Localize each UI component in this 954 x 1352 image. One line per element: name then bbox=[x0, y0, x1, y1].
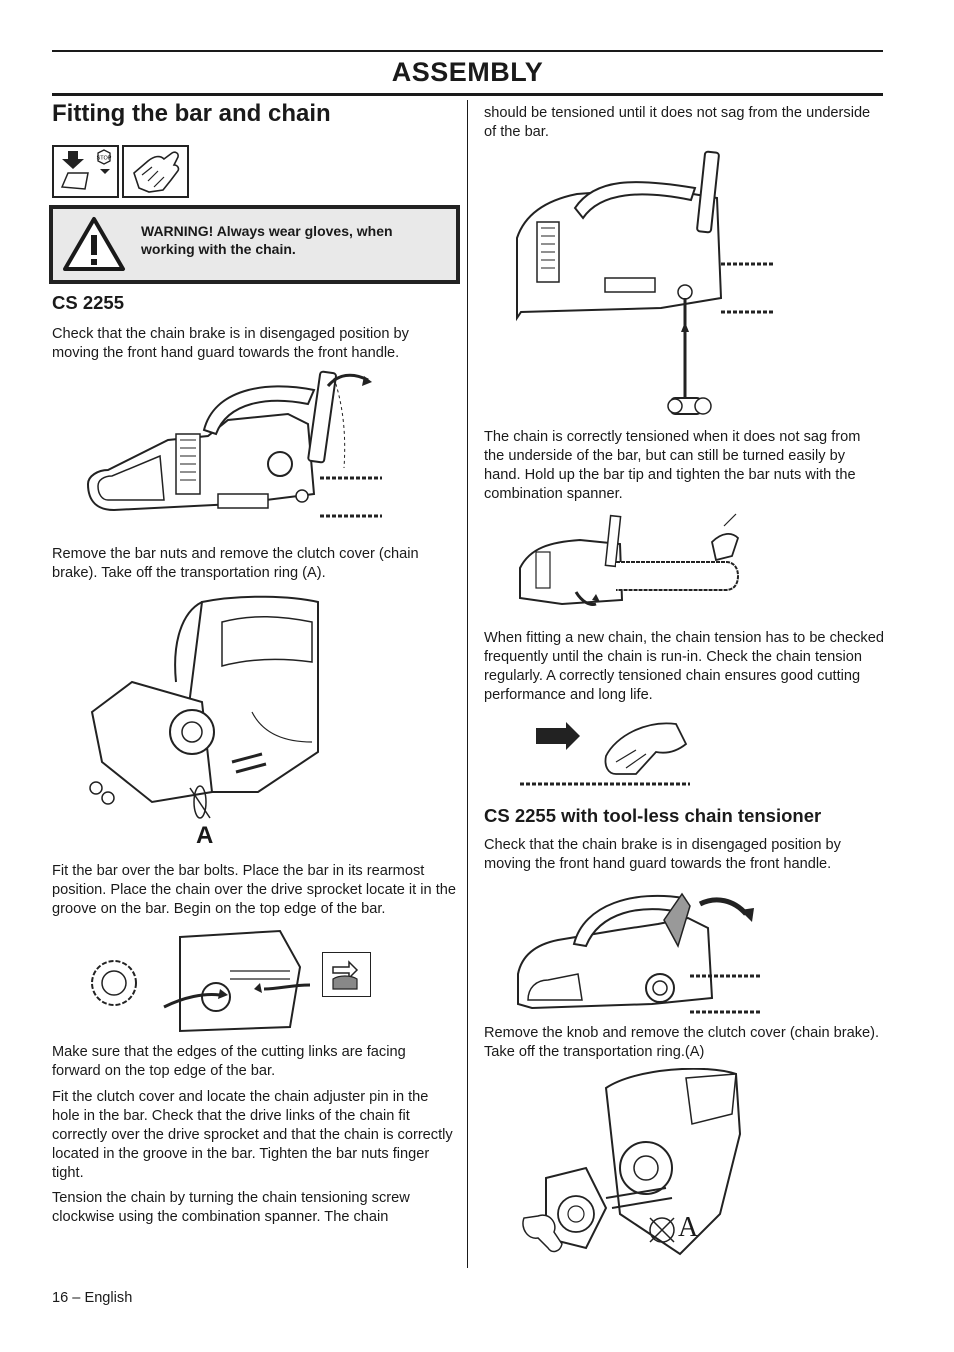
warning-triangle-icon bbox=[63, 217, 125, 271]
right-paragraph-3: When fitting a new chain, the chain tens… bbox=[484, 630, 884, 703]
warning-text: WARNING! Always wear gloves, when workin… bbox=[141, 223, 393, 257]
fitting-chain-illustration bbox=[91, 929, 311, 1033]
knob-clutch-cover-illustration bbox=[522, 1068, 742, 1256]
left-paragraph-6: Tension the chain by turning the chain t… bbox=[52, 1190, 410, 1225]
right-paragraph-2: The chain is correctly tensioned when it… bbox=[484, 429, 861, 502]
right-paragraph-1: should be tensioned until it does not sa… bbox=[484, 105, 871, 140]
transport-ring-label-a-toolless: A bbox=[678, 1212, 699, 1243]
transport-ring-label-a: A bbox=[196, 822, 214, 849]
chain-tensioning-spanner-illustration bbox=[516, 150, 773, 415]
right-paragraph-5: Remove the knob and remove the clutch co… bbox=[484, 1025, 880, 1060]
warning-box: WARNING! Always wear gloves, when workin… bbox=[49, 205, 460, 284]
left-paragraph-1: Check that the chain brake is in disenga… bbox=[52, 326, 409, 361]
footer-page-number: 16 – English bbox=[52, 1290, 133, 1306]
cutting-link-direction-icon bbox=[322, 952, 371, 997]
left-paragraph-2: Remove the bar nuts and remove the clutc… bbox=[52, 546, 419, 581]
gloved-hand-chain-illustration bbox=[520, 722, 690, 786]
toolless-chainsaw-illustration bbox=[517, 892, 762, 1014]
gloves-icon bbox=[122, 145, 189, 198]
left-paragraph-4: Make sure that the edges of the cutting … bbox=[52, 1044, 406, 1079]
chainsaw-hand-guard-illustration bbox=[86, 370, 382, 518]
column-divider bbox=[467, 100, 468, 1268]
left-paragraph-3: Fit the bar over the bar bolts. Place th… bbox=[52, 863, 456, 917]
left-paragraph-5: Fit the clutch cover and locate the chai… bbox=[52, 1089, 453, 1181]
right-paragraph-4: Check that the chain brake is in disenga… bbox=[484, 837, 841, 872]
stop-engine-icon: STOP bbox=[52, 145, 119, 198]
cs2255-heading: CS 2255 bbox=[52, 292, 124, 313]
header-bottom-rule bbox=[52, 93, 883, 96]
clutch-cover-removal-illustration bbox=[89, 595, 319, 819]
stop-sign-label: STOP bbox=[97, 156, 112, 162]
section-title: ASSEMBLY bbox=[391, 57, 544, 87]
header-top-rule bbox=[52, 50, 883, 52]
page-title: Fitting the bar and chain bbox=[52, 100, 331, 127]
toolless-heading: CS 2255 with tool-less chain tensioner bbox=[484, 805, 822, 826]
bar-tip-hold-illustration bbox=[519, 513, 740, 606]
